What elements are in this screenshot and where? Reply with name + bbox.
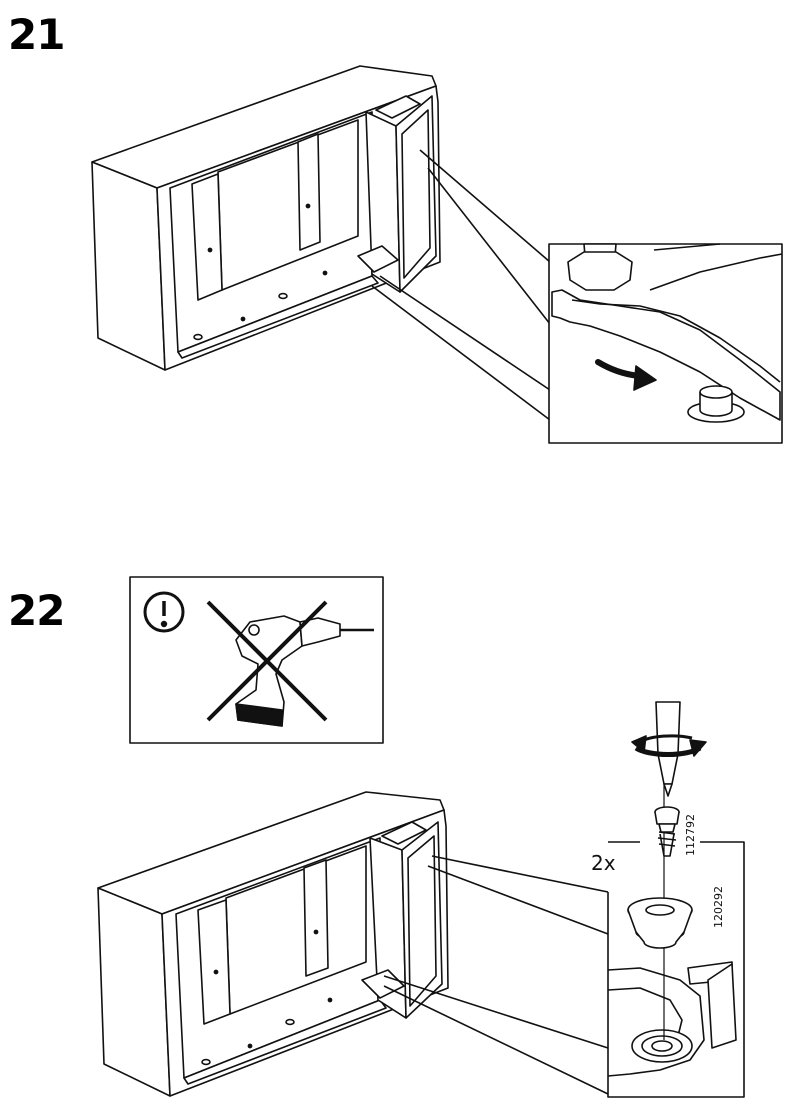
quantity-label: 2x xyxy=(591,851,616,875)
step-number-21: 21 xyxy=(8,10,65,59)
step-number-22: 22 xyxy=(8,586,65,635)
exclamation-circle-icon xyxy=(143,591,185,633)
cap-part-number: 120292 xyxy=(712,886,725,928)
screw-part-number: 112792 xyxy=(684,814,697,856)
detail-box-step-21 xyxy=(548,243,783,444)
warning-box xyxy=(129,576,384,744)
cabinet-step-22 xyxy=(97,791,609,1097)
detail-box-step-22 xyxy=(607,701,745,1098)
cabinet-step-21 xyxy=(91,65,551,421)
